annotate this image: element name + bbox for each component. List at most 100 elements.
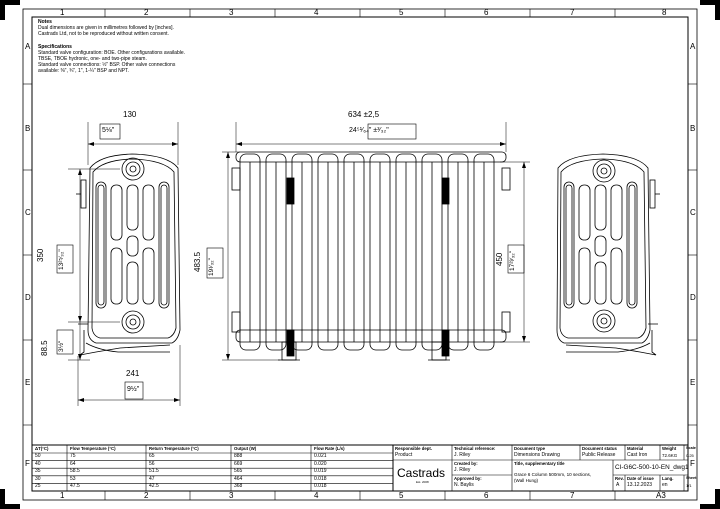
- table-cell: 0.019: [314, 468, 327, 475]
- table-cell: 47: [149, 475, 155, 482]
- zone-col-7: 7: [570, 8, 575, 17]
- table-cell: 0.018: [314, 475, 327, 482]
- zone-row-b-right: B: [690, 124, 696, 133]
- notes-heading: Notes: [38, 19, 52, 25]
- zone-row-f: F: [25, 459, 30, 468]
- zone-col-5-bottom: 5: [399, 491, 404, 500]
- created-by-label: Created by:: [454, 461, 478, 466]
- created-by: J. Riley: [454, 467, 471, 473]
- table-header: Output (W): [234, 446, 257, 451]
- responsible-dept-label: Responsible dept.: [395, 446, 433, 451]
- table-cell: 64: [70, 460, 76, 467]
- front-view: [231, 151, 511, 361]
- zone-row-c: C: [25, 208, 31, 217]
- table-cell: 50: [35, 453, 41, 459]
- sheet-label: Sheet: [686, 476, 697, 480]
- approved-by-label: Approved by:: [454, 476, 482, 481]
- table-cell: 47.5: [70, 483, 80, 490]
- table-grid: [31, 444, 689, 492]
- left-side-view: [76, 153, 181, 356]
- zone-col-3: 3: [229, 8, 234, 17]
- weight: 72.6KG: [662, 453, 678, 458]
- spec-line: available: ⅜", ¾", 1", 1-¼" BSP and NPT.: [38, 68, 129, 75]
- table-header: Flow Temperature (°C): [70, 446, 116, 451]
- title-line: (Wall Hung): [514, 478, 539, 483]
- zone-col-1: 1: [60, 8, 65, 17]
- document-status: Public Release: [582, 452, 616, 458]
- zone-row-a: A: [25, 42, 31, 51]
- zone-col-4-bottom: 4: [314, 491, 319, 500]
- table-cell: 565: [234, 468, 243, 475]
- rev-label: Rev.: [615, 476, 624, 481]
- dim-front-width-mm: 634 ±2,5: [348, 110, 380, 119]
- table-cell: 368: [234, 483, 243, 490]
- title-line: Grace 6 Column 500mm, 10 sections,: [514, 472, 592, 477]
- table-cell: 42.5: [149, 483, 159, 490]
- zone-ticks: [23, 9, 697, 500]
- zone-row-b: B: [25, 124, 31, 133]
- title-label: Title, supplementary title: [514, 461, 565, 466]
- zone-col-6-bottom: 6: [484, 491, 489, 500]
- table-cell: 888: [234, 453, 243, 459]
- table-cell: 56: [149, 460, 155, 467]
- dim-side-depth-in: 5⅛": [102, 127, 115, 134]
- table-cell: 30: [35, 475, 41, 482]
- performance-table: ΔT(°C) Flow Temperature (°C) Return Temp…: [32, 445, 393, 491]
- technical-reference: J. Riley: [454, 452, 471, 458]
- table-cell: 51.5: [149, 468, 159, 475]
- weight-label: Weight: [662, 446, 677, 451]
- scale-label: Scale: [686, 446, 696, 450]
- notes-block: Notes Dual dimensions are given in milli…: [38, 19, 288, 75]
- dim-bracket-depth-in: 9½": [127, 386, 140, 393]
- zone-col-6: 6: [484, 8, 489, 17]
- zone-row-d: D: [25, 293, 31, 302]
- dim-side-depth-mm: 130: [123, 110, 137, 119]
- scale: 0.25: [686, 453, 694, 458]
- dim-bracket-depth-mm: 241: [126, 369, 140, 378]
- responsible-dept: Product: [395, 452, 413, 458]
- notes-line: Dual dimensions are given in millimetres…: [38, 25, 174, 32]
- zone-col-2-bottom: 2: [144, 491, 149, 500]
- table-cell: 58.5: [70, 468, 80, 475]
- table-cell: 53: [70, 475, 76, 482]
- notes-line: Castrads Ltd, not to be reproduced witho…: [38, 31, 169, 38]
- table-cell: 40: [35, 460, 41, 467]
- zone-row-e: E: [25, 378, 31, 387]
- material: Cast Iron: [627, 452, 648, 458]
- table-header: Return Temperature (°C): [149, 446, 199, 451]
- table-cell: 65: [149, 453, 155, 459]
- date-of-issue: 13.12.2023: [627, 482, 653, 488]
- company-tag: Est. 2008: [416, 480, 429, 484]
- sheet-size-label: A3: [656, 491, 666, 500]
- document-type-label: Document type: [514, 446, 546, 451]
- material-label: Material: [627, 446, 644, 451]
- dimension-boxes: [56, 123, 525, 400]
- zone-col-3-bottom: 3: [229, 491, 234, 500]
- zone-col-1-bottom: 1: [60, 491, 65, 500]
- spec-line: TBSE, TBOE hydronic, one- and two-pipe s…: [38, 56, 147, 63]
- date-label: Date of issue: [627, 476, 654, 481]
- zone-col-2: 2: [144, 8, 149, 17]
- table-cell: 669: [234, 460, 243, 467]
- zone-row-a-right: A: [690, 42, 696, 51]
- dimension-arrows: [78, 142, 526, 402]
- table-cell: 35: [35, 468, 41, 475]
- spec-heading: Specifications: [38, 43, 72, 50]
- technical-reference-label: Technical reference:: [454, 446, 496, 451]
- table-header: ΔT(°C): [35, 446, 49, 451]
- table-header: Flow Rate (L/s): [314, 446, 345, 451]
- table-cell: 0.021: [314, 453, 327, 459]
- zone-row-d-right: D: [690, 293, 696, 302]
- table-cell: 0.018: [314, 483, 327, 490]
- zone-col-4: 4: [314, 8, 319, 17]
- front-sections: [239, 153, 495, 351]
- company-logo: Castrads: [397, 466, 446, 480]
- table-cell: 464: [234, 475, 243, 482]
- zone-col-5: 5: [399, 8, 404, 17]
- document-type: Dimensions Drawing: [514, 452, 560, 458]
- dim-front-width-in: 24⁵¹⁄₆₄" ±³⁄₃₂": [349, 127, 389, 134]
- approved-by: N. Baylis: [454, 482, 474, 488]
